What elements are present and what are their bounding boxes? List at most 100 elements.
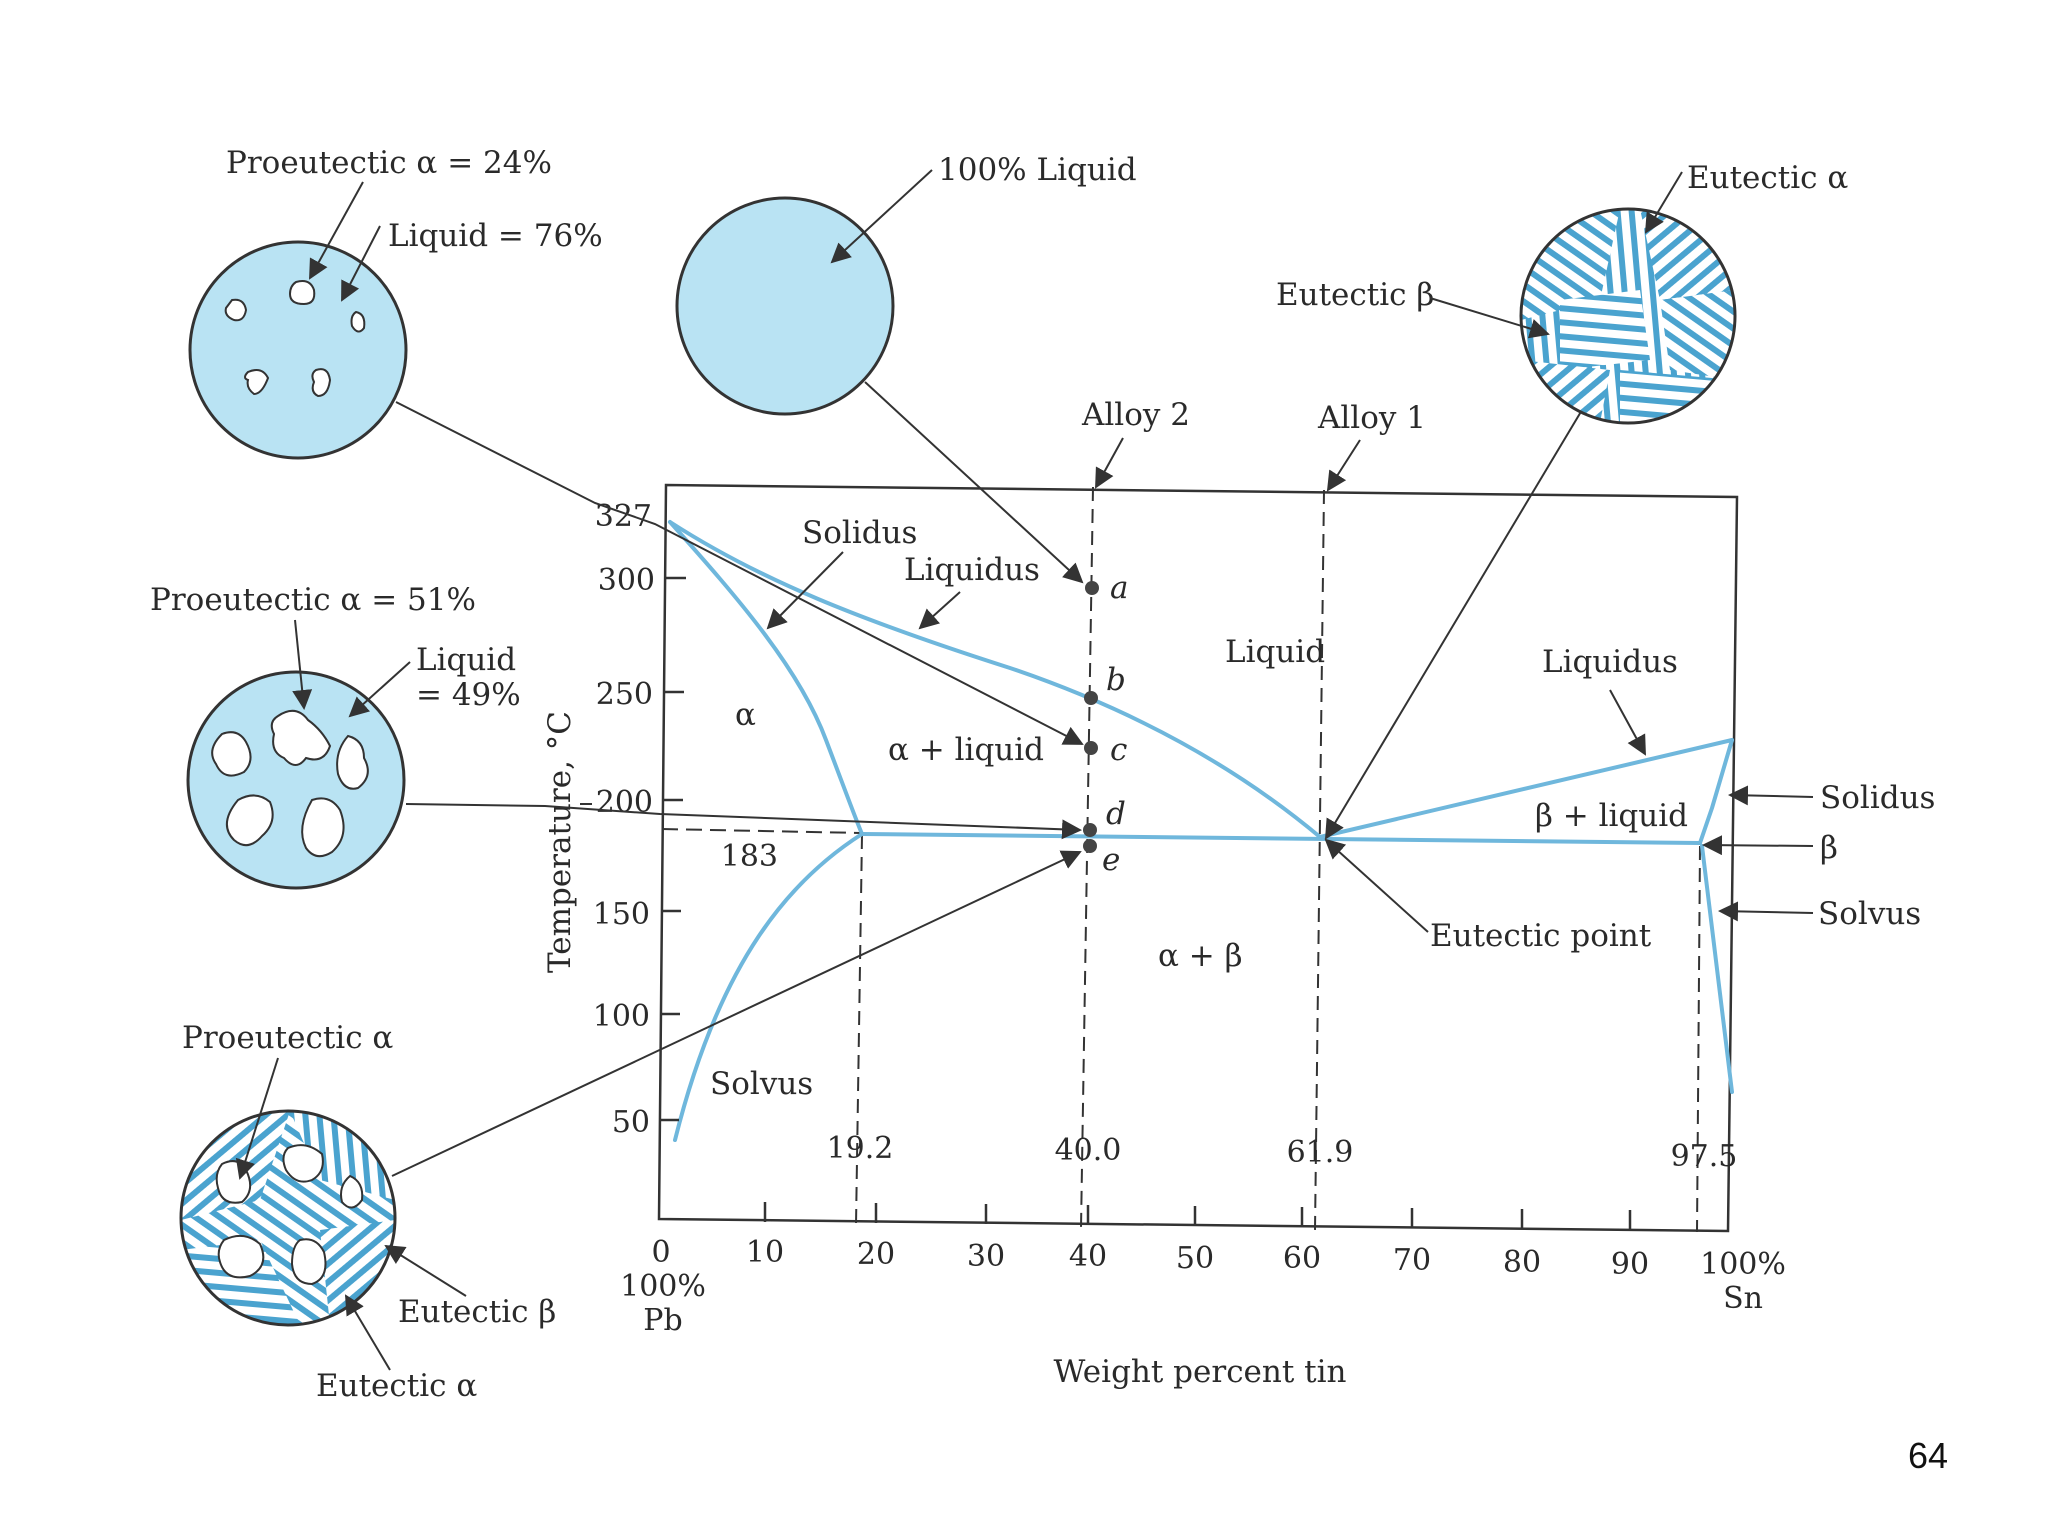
region-alpha-liquid: α + liquid [888,732,1044,768]
micrograph-1: Proeutectic α = 24% Liquid = 76% [188,145,603,460]
micrograph-1-label-1: Proeutectic α = 24% [226,145,552,181]
micrograph-2: Proeutectic α = 51% Liquid = 49% [150,582,521,890]
x-tick-20: 20 [857,1237,895,1272]
y-tick-250: 250 [596,677,653,712]
line-label-leaders [766,437,1814,933]
y-tick-327: 327 [595,499,652,534]
x-tick-90: 90 [1611,1247,1649,1282]
y-tick-200: 200 [596,785,653,820]
x-tick-0: 0 [651,1235,670,1270]
eutectic-temp-dashed [661,828,863,834]
composition-97-5-line [1696,845,1701,1233]
eutectic-isotherm [860,832,1702,845]
composition-19-2-line [855,834,863,1226]
liquidus-left-line [668,520,1322,839]
label-alloy2: Alloy 2 [1081,397,1190,433]
y-tick-50: 50 [612,1105,650,1140]
y-tick-150: 150 [593,897,650,932]
x-tick-60: 60 [1283,1241,1321,1276]
x-tick-labels: 0 10 20 30 40 50 60 70 80 90 100% Pb 100… [620,1131,1786,1338]
composition-61-9: 61.9 [1287,1135,1354,1170]
y-axis-title: Temperature, °C [542,711,578,973]
region-beta-liquid: β + liquid [1535,798,1688,834]
micrograph-eutectic-circle [1519,207,1737,425]
label-beta: β [1820,830,1838,866]
composition-40-0: 40.0 [1055,1133,1122,1168]
point-e-label: e [1102,842,1120,878]
composition-19-2: 19.2 [827,1131,894,1166]
x-tick-80: 80 [1503,1245,1541,1280]
solidus-left-line [668,520,864,836]
micrograph-connectors [391,381,1583,1177]
x-tick-30: 30 [967,1239,1005,1274]
point-e [1083,839,1097,853]
connector-m1-to-c [395,401,1084,745]
micrograph-eutectic-label-1: Eutectic α [1687,160,1848,196]
solvus-left-line [673,832,864,1142]
micrograph-1-grains [224,280,366,398]
point-d-label: d [1106,796,1126,832]
micrograph-2-label-2a: Liquid [416,642,516,678]
label-liquidus-left: Liquidus [904,552,1040,588]
label-liquidus-right: Liquidus [1542,644,1678,680]
connector-eutectic-to-point [1324,409,1583,840]
x-right-end-2: Sn [1723,1281,1763,1316]
point-c [1084,741,1098,755]
y-tick-300: 300 [598,563,655,598]
micrograph-eutectic: Eutectic α Eutectic β [1276,160,1848,425]
x-right-end-1: 100% [1700,1247,1786,1282]
micrograph-2-grains [211,709,369,858]
x-tick-40: 40 [1069,1239,1107,1274]
y-tick-labels: 327 300 250 200 183 150 100 50 [593,499,778,1140]
point-a [1085,581,1099,595]
micrograph-2-label-1: Proeutectic α = 51% [150,582,476,618]
liquidus-right-line [1318,738,1734,839]
micrograph-3-label-2: Eutectic β [398,1294,556,1330]
point-d [1083,823,1097,837]
x-tick-10: 10 [746,1235,784,1270]
micrograph-3-label-1: Proeutectic α [182,1020,393,1056]
region-alpha: α [735,697,756,733]
label-alloy1: Alloy 1 [1317,400,1426,436]
label-solidus-left: Solidus [802,515,917,551]
region-liquid: Liquid [1225,634,1325,670]
label-solidus-right: Solidus [1820,780,1935,816]
label-solvus-right: Solvus [1818,896,1921,932]
connector-m2-to-d [405,803,1082,840]
x-left-end-1: 100% [620,1269,706,1304]
micrograph-3-label-3: Eutectic α [316,1368,477,1404]
micrograph-1-label-2: Liquid = 76% [388,218,603,254]
micrograph-liquid-circle [675,196,895,416]
y-tick-100: 100 [593,999,650,1034]
phase-diagram: 327 300 250 200 183 150 100 50 0 10 20 3… [542,397,1935,1390]
y-tick-183: 183 [721,839,778,874]
axis-ticks [659,576,1632,1230]
composition-97-5: 97.5 [1671,1139,1738,1174]
line-labels: Solidus Liquidus Liquidus Solidus β Solv… [710,397,1935,1102]
micrograph-2-circle [186,670,406,890]
micrograph-2-label-2b: = 49% [416,677,521,713]
alloy2-line [1080,486,1094,1229]
alloy2-points: a b c d e [1083,570,1128,878]
label-solvus-left: Solvus [710,1066,813,1102]
point-c-label: c [1110,732,1127,768]
point-a-label: a [1110,570,1128,606]
alloy1-line [1314,489,1325,1231]
micrograph-eutectic-label-2: Eutectic β [1276,277,1434,313]
connector-liquid-to-a [864,381,1084,584]
region-labels: Liquid α α + liquid β + liquid α + β [735,634,1688,974]
micrograph-3-grains [215,1144,364,1286]
x-tick-70: 70 [1393,1243,1431,1278]
page-number: 64 [1908,1435,1948,1476]
label-eutectic-point: Eutectic point [1430,918,1652,954]
micrograph-liquid: 100% Liquid [675,152,1137,416]
x-left-end-2: Pb [643,1303,682,1338]
plot-frame [657,483,1739,1233]
solvus-right-line [1700,844,1734,1094]
region-alpha-beta: α + β [1158,938,1243,974]
point-b [1084,691,1098,705]
x-tick-50: 50 [1176,1241,1214,1276]
x-axis-title: Weight percent tin [1053,1354,1346,1390]
solidus-right-line [1698,738,1734,845]
